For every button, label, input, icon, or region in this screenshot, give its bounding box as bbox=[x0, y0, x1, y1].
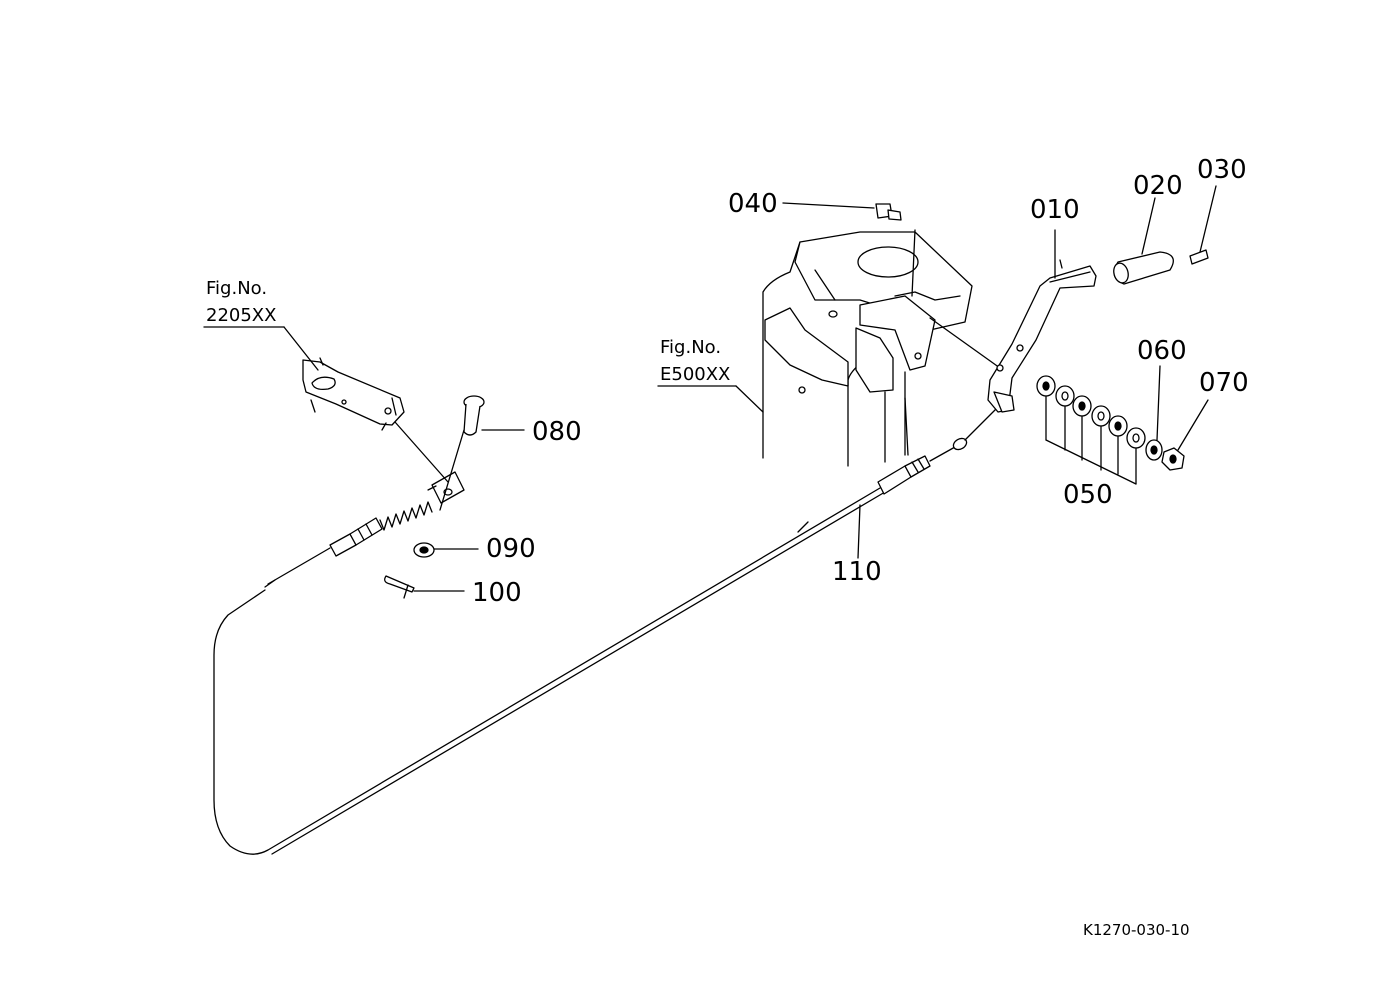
part-label-090: 090 bbox=[486, 534, 536, 564]
part-label-100: 100 bbox=[472, 578, 522, 608]
figure-ref-E500XX: Fig.No. E500XX bbox=[657, 337, 764, 413]
washer-090 bbox=[413, 542, 435, 558]
cotter-pin bbox=[384, 575, 415, 599]
steering-column-bracket bbox=[762, 229, 1001, 467]
part-label-040: 040 bbox=[728, 189, 778, 219]
part-label-060: 060 bbox=[1137, 336, 1187, 366]
fig-ref-number: E500XX bbox=[660, 364, 730, 385]
fig-ref-number: 2205XX bbox=[206, 305, 276, 326]
clevis-pin bbox=[439, 395, 485, 511]
bolt-040 bbox=[875, 203, 902, 221]
leader-030 bbox=[1199, 185, 1217, 253]
leader-050 bbox=[1045, 395, 1137, 485]
fig-ref-title: Fig.No. bbox=[206, 278, 267, 299]
nut-070 bbox=[1161, 447, 1185, 471]
leader-040 bbox=[782, 202, 875, 209]
part-labels: 010 020 030 040 050 060 070 080 090 100 … bbox=[472, 155, 1249, 608]
part-label-070: 070 bbox=[1199, 368, 1249, 398]
grip-pin bbox=[1189, 249, 1209, 265]
leader-060 bbox=[1156, 365, 1161, 441]
part-label-080: 080 bbox=[532, 417, 582, 447]
drawing-number: K1270-030-10 bbox=[1083, 921, 1190, 939]
left-bracket bbox=[302, 357, 449, 483]
part-label-030: 030 bbox=[1197, 155, 1247, 185]
part-label-010: 010 bbox=[1030, 195, 1080, 225]
fig-ref-title: Fig.No. bbox=[660, 337, 721, 358]
control-cable bbox=[213, 404, 1001, 855]
part-label-020: 020 bbox=[1133, 171, 1183, 201]
washer-060 bbox=[1145, 439, 1163, 461]
leader-070 bbox=[1177, 399, 1209, 451]
figure-ref-2205XX: Fig.No. 2205XX bbox=[203, 278, 319, 371]
part-label-110: 110 bbox=[832, 557, 882, 587]
leader-020 bbox=[1141, 197, 1156, 255]
leader-110 bbox=[857, 504, 861, 559]
washer-stack bbox=[1036, 375, 1146, 449]
lever-grip bbox=[1113, 251, 1174, 285]
hand-lever bbox=[987, 259, 1097, 413]
part-label-050: 050 bbox=[1063, 480, 1113, 510]
